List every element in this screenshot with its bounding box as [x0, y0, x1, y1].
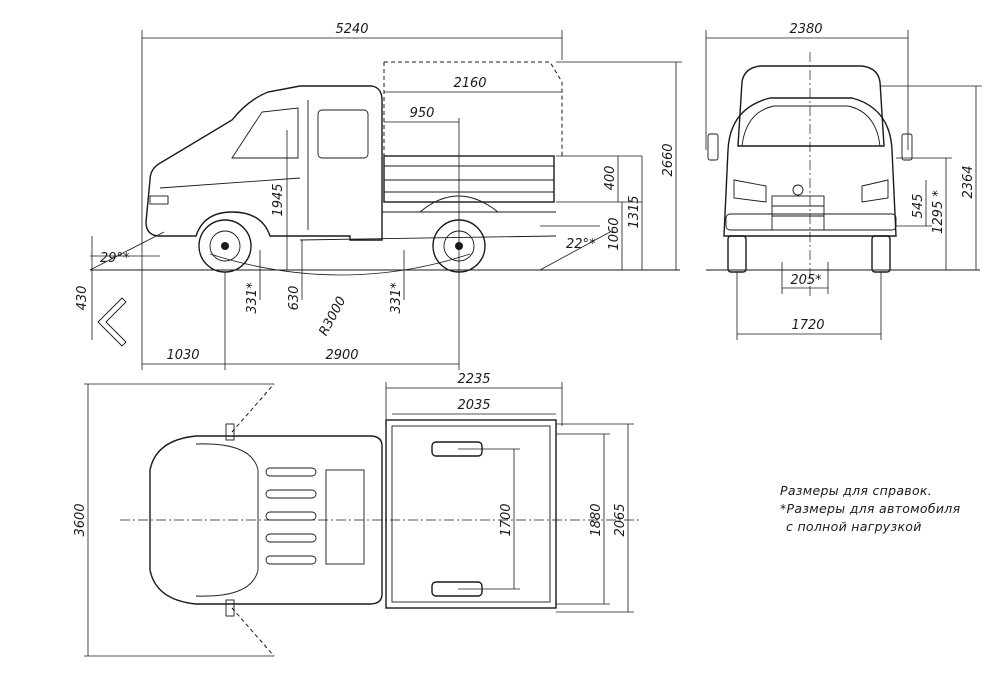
cab-top	[149, 435, 383, 605]
roof-rib	[265, 555, 317, 565]
right-headlight	[861, 179, 889, 203]
dim-vehicle-width: 3600	[73, 503, 88, 536]
windshield-top	[195, 443, 259, 597]
windshield	[741, 105, 881, 147]
bumper	[725, 213, 897, 231]
left-mirror	[707, 133, 719, 161]
approach-angle: 29°*	[100, 251, 130, 266]
dim-cab-height: 1945	[271, 183, 286, 216]
frame-rail	[299, 235, 557, 241]
cargo-body-top	[385, 419, 557, 609]
roof-rib	[265, 533, 317, 543]
dim-430: 430	[75, 286, 90, 311]
roof-rib	[265, 467, 317, 477]
dim-overall-width: 2380	[789, 22, 822, 37]
cab-rear-window	[317, 109, 369, 159]
cab-beltline	[159, 177, 301, 189]
cargo-body-side	[383, 155, 555, 203]
departure-angle: 22°*	[566, 237, 596, 252]
note-line-2: *Размеры для автомобиля	[780, 501, 961, 516]
tarp-front	[737, 65, 885, 147]
dim-1880: 1880	[589, 503, 604, 536]
roof-hatch	[325, 469, 365, 565]
dim-body-top-height: 1315	[627, 195, 642, 228]
dim-body-side-height: 400	[603, 166, 618, 191]
dim-body-outer-length: 2235	[457, 372, 490, 387]
dim-front-height: 2364	[961, 165, 976, 198]
dim-body-front-offset: 950	[410, 106, 435, 121]
dim-clearance-right: 331*	[389, 282, 404, 314]
left-tire	[727, 235, 747, 273]
roof-rib	[265, 489, 317, 499]
side-view: 5240 2160 950 2660 400 1060 1315 1945 29…	[75, 22, 682, 370]
cab-front-window	[231, 107, 299, 159]
dim-floor-height: 1060	[607, 217, 622, 250]
note-line-1: Размеры для справок.	[780, 483, 933, 498]
front-view: 2380 2364 1295 * 545 205* 1720	[705, 22, 982, 340]
dim-mid: 630	[287, 286, 302, 311]
left-mirror-top	[225, 423, 235, 441]
right-mirror	[901, 133, 913, 161]
chevron-marker-icon	[97, 297, 127, 347]
dim-overall-height: 2660	[661, 143, 676, 176]
dim-clearance-left: 331*	[245, 282, 260, 314]
right-tire	[871, 235, 891, 273]
top-view: 2235 2035 3600 1700 1880 2065	[73, 372, 640, 657]
notes-block: Размеры для справок. *Размеры для автомо…	[780, 482, 980, 536]
dim-track: 1720	[791, 318, 824, 333]
dim-2065: 2065	[613, 503, 628, 536]
roof-rib	[265, 511, 317, 521]
dim-front-overhang: 1030	[166, 348, 199, 363]
tarp-outline	[384, 61, 563, 156]
note-line-3: с полной нагрузкой	[786, 519, 922, 534]
cab-outline	[145, 85, 383, 241]
left-headlight	[733, 179, 767, 203]
ramp-arc	[209, 253, 471, 276]
dim-545: 545	[911, 194, 926, 219]
dim-205: 205*	[790, 273, 822, 288]
headlight	[149, 195, 169, 205]
dim-ramp-radius: R3000	[316, 294, 349, 338]
rear-fender	[419, 195, 499, 213]
grille	[771, 195, 825, 231]
door-swing-line	[231, 383, 275, 433]
dim-body-inner-length: 2035	[457, 398, 490, 413]
dim-1295: 1295 *	[931, 190, 946, 234]
right-mirror-top	[225, 599, 235, 617]
dim-overall-length: 5240	[335, 22, 368, 37]
dim-wheelbase: 2900	[325, 348, 358, 363]
dim-body-length: 2160	[453, 76, 486, 91]
dim-1700: 1700	[499, 503, 514, 536]
emblem-icon	[792, 184, 804, 196]
cargo-floor	[391, 425, 551, 603]
departure-angle-line	[539, 231, 611, 271]
front-wheel	[198, 219, 252, 273]
approach-angle-line	[89, 231, 165, 271]
cab-front	[723, 97, 897, 237]
door-swing-line	[231, 607, 275, 657]
